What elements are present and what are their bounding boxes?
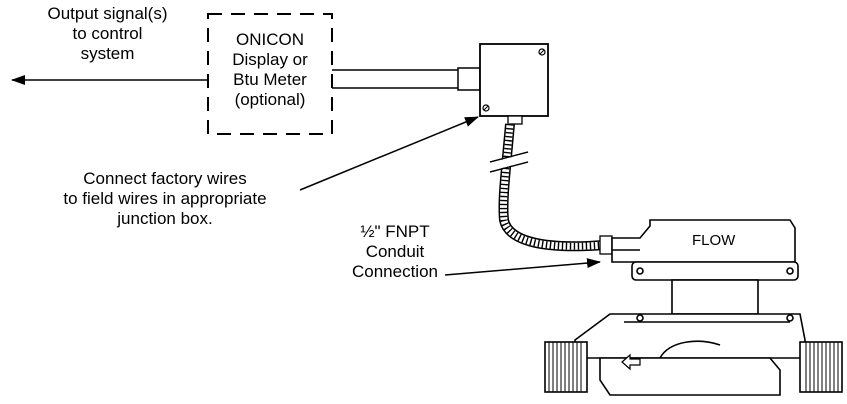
conduit-connection-label: ½" FNPT Conduit Connection bbox=[351, 222, 438, 281]
flexible-conduit-icon bbox=[489, 123, 613, 255]
signal-cable bbox=[332, 67, 481, 91]
junction-box-leader-arrow bbox=[299, 116, 479, 191]
junction-box-icon bbox=[479, 43, 549, 125]
pipe-thread-lines bbox=[548, 342, 839, 392]
display-box-label: ONICON Display or Btu Meter (optional) bbox=[232, 30, 308, 109]
flow-meter-icon bbox=[544, 219, 843, 396]
output-signal-label: Output signal(s) to control system bbox=[47, 4, 168, 63]
flow-label: FLOW bbox=[692, 232, 736, 249]
flow-direction-arrow-icon bbox=[621, 353, 641, 371]
optional-display-box bbox=[207, 13, 333, 135]
factory-wires-label: Connect factory wires to field wires in … bbox=[63, 169, 267, 228]
conduit-leader-arrow bbox=[444, 258, 601, 276]
